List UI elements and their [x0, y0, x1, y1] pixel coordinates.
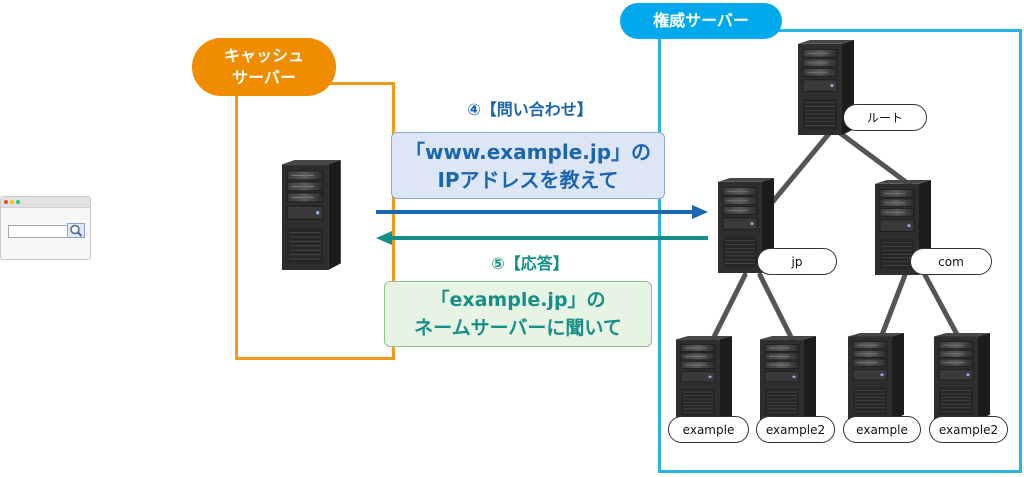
answer-message-line1: 「example.jp」の — [430, 289, 606, 311]
example-server-icon — [675, 335, 733, 422]
answer-message-line2: ネームサーバーに聞いて — [414, 317, 622, 339]
authoritative-server-label: 権威サーバー — [620, 3, 782, 39]
answer-arrow — [376, 231, 708, 245]
query-message-box: 「www.example.jp」の IPアドレスを教えて — [391, 132, 665, 199]
example2-com-server-icon — [933, 332, 991, 421]
answer-message-box: 「example.jp」の ネームサーバーに聞いて — [384, 281, 652, 347]
browser-title-bar — [1, 197, 90, 208]
maximize-dot-icon — [16, 200, 20, 204]
example2-server-icon — [759, 335, 817, 422]
answer-step-label: ⑤【応答】 — [491, 254, 569, 273]
query-arrow — [376, 205, 708, 219]
com-node-label: com — [910, 248, 992, 275]
edge-jp-example — [707, 272, 748, 348]
query-step-label: ④【問い合わせ】 — [467, 100, 593, 119]
close-dot-icon — [4, 200, 8, 204]
edge-com-example — [877, 272, 908, 343]
authoritative-server-frame — [658, 29, 1022, 473]
example-com-server-icon — [847, 332, 905, 421]
example2-node-label: example2 — [756, 416, 835, 443]
cache-server-label: キャッシュ サーバー — [192, 38, 336, 96]
jp-node-label: jp — [757, 248, 837, 275]
cache-server-label-line1: キャッシュ — [223, 46, 304, 65]
edge-root-jp — [767, 127, 835, 208]
root-node-label: ルート — [843, 104, 927, 131]
cache-server-icon — [281, 159, 342, 271]
example2-com-node-label: example2 — [929, 416, 1008, 443]
example-com-node-label: example — [843, 416, 921, 443]
query-message-line1: 「www.example.jp」の — [404, 139, 652, 164]
example-node-label: example — [668, 416, 749, 443]
dns-tree-edges — [707, 127, 963, 348]
edge-jp-example2 — [757, 272, 798, 348]
edge-root-com — [833, 127, 913, 188]
search-icon — [67, 223, 85, 238]
cache-server-label-line2: サーバー — [232, 68, 296, 87]
minimize-dot-icon — [10, 200, 14, 204]
edge-com-example2 — [922, 272, 963, 343]
browser-window-icon — [0, 196, 91, 260]
query-message-line2: IPアドレスを教えて — [437, 167, 619, 192]
